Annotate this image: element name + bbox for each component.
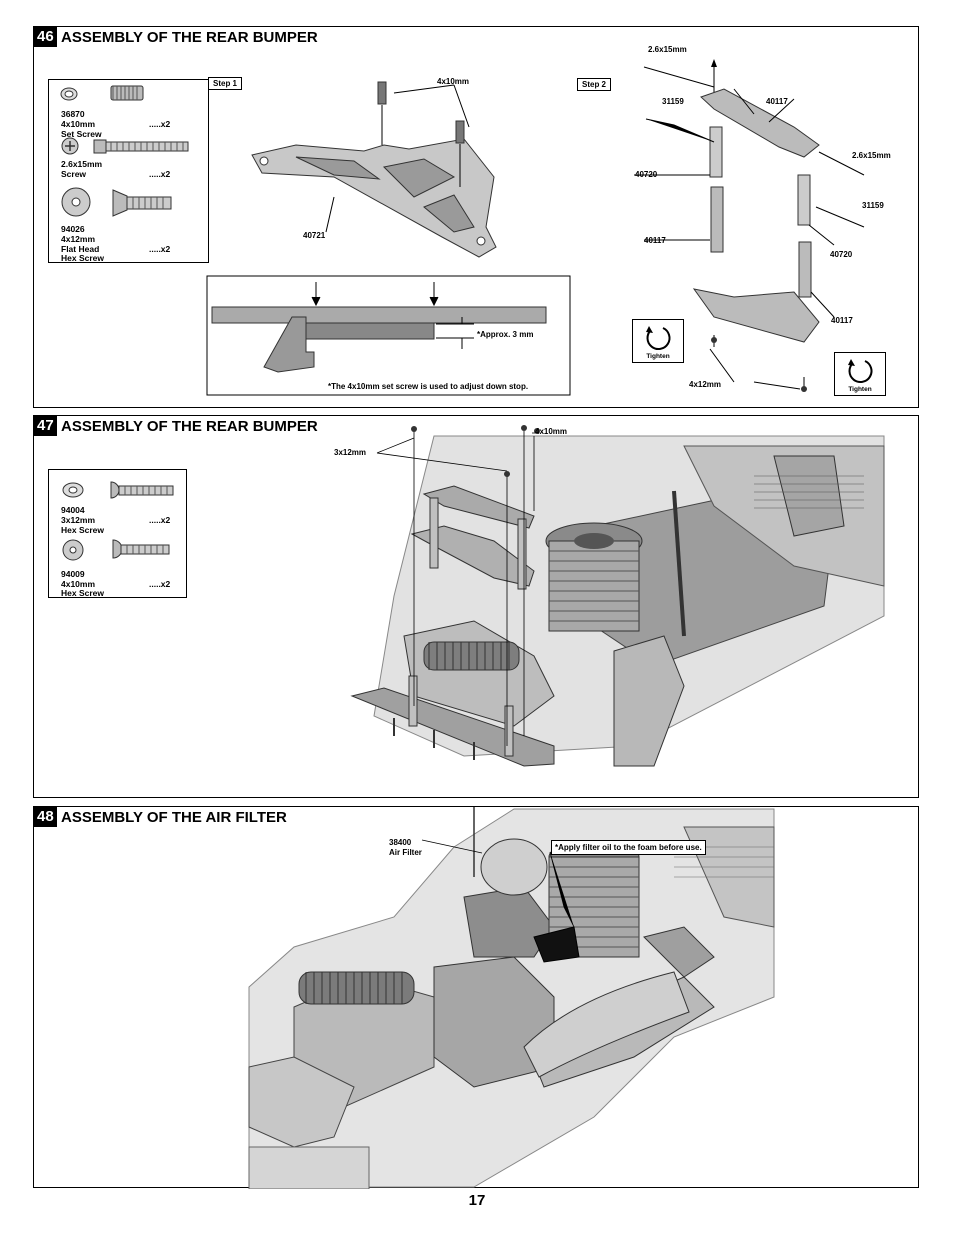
part-code: 94009 xyxy=(61,569,85,579)
label-2.6x15mm-right: 2.6x15mm xyxy=(852,151,891,160)
label-air-filter: Air Filter xyxy=(389,848,422,857)
part-code: 94026 xyxy=(61,224,85,234)
label-40721: 40721 xyxy=(303,231,326,240)
part-size: 4x10mm xyxy=(61,119,96,129)
step-number-badge: 48 xyxy=(34,807,57,827)
page-number: 17 xyxy=(468,1192,486,1209)
step-46-illustration xyxy=(206,59,865,396)
step-48-panel: 48 ASSEMBLY OF THE AIR FILTER 38400 Air … xyxy=(33,806,919,1189)
step-1-label: Step 1 xyxy=(208,77,243,90)
part-size: 4x10mm xyxy=(61,579,96,589)
label-40720-left: 40720 xyxy=(635,170,658,179)
label-approx-3mm: *Approx. 3 mm xyxy=(477,330,534,339)
label-filter-oil-note: *Apply filter oil to the foam before use… xyxy=(551,840,706,855)
parts-illustrations xyxy=(62,481,174,561)
part-qty: .....x2 xyxy=(149,515,171,525)
step-2-label: Step 2 xyxy=(577,78,612,91)
part-name-2: Hex Screw xyxy=(61,253,104,263)
tighten-rotate-icon xyxy=(848,359,873,384)
part-size: 2.6x15mm xyxy=(61,159,103,169)
label-3x12mm: 3x12mm xyxy=(334,448,367,457)
parts-illustrations xyxy=(60,85,189,217)
label-40117-top: 40117 xyxy=(766,97,788,106)
label-2.6x15mm-top: 2.6x15mm xyxy=(648,45,687,54)
tighten-callout: Tighten xyxy=(632,319,684,363)
label-4x12mm: 4x12mm xyxy=(689,380,722,389)
tighten-callout: Tighten xyxy=(834,352,886,396)
parts-list: 36870 4x10mm .....x2 Set Screw 2.6x15mm … xyxy=(48,79,209,263)
part-code: 36870 xyxy=(61,109,85,119)
part-code: 94004 xyxy=(61,505,85,515)
part-name: Hex Screw xyxy=(61,525,104,535)
label-40117-bottom: 40117 xyxy=(831,316,853,325)
part-qty: .....x2 xyxy=(149,119,171,129)
step-48-illustration xyxy=(248,807,775,1189)
label-31159-right: 31159 xyxy=(862,201,884,210)
tighten-rotate-icon xyxy=(646,326,671,351)
step-47-panel: 47 ASSEMBLY OF THE REAR BUMPER 94004 3x1… xyxy=(33,415,919,798)
label-4x10mm: 4x10mm xyxy=(437,77,470,86)
step-title: ASSEMBLY OF THE REAR BUMPER xyxy=(61,418,318,435)
step-number-badge: 46 xyxy=(34,27,57,47)
step-47-illustration xyxy=(350,425,885,767)
label-note-set-screw: *The 4x10mm set screw is used to adjust … xyxy=(328,382,529,391)
label-part-38400: 38400 xyxy=(389,838,412,847)
tighten-label: Tighten xyxy=(848,386,872,393)
part-name: Flat Head xyxy=(61,244,100,254)
part-size: 3x12mm xyxy=(61,515,96,525)
label-31159-left: 31159 xyxy=(662,97,684,106)
label-40720-right: 40720 xyxy=(830,250,853,259)
part-name: Screw xyxy=(61,169,87,179)
part-size: 4x12mm xyxy=(61,234,96,244)
tighten-label: Tighten xyxy=(646,353,670,360)
part-qty: .....x2 xyxy=(149,579,171,589)
label-4x10mm: 4x10mm xyxy=(535,427,568,436)
part-qty: .....x2 xyxy=(149,244,171,254)
step-number-badge: 47 xyxy=(34,416,57,436)
step-title: ASSEMBLY OF THE REAR BUMPER xyxy=(61,29,318,46)
step-title: ASSEMBLY OF THE AIR FILTER xyxy=(61,809,287,826)
parts-list: 94004 3x12mm .....x2 Hex Screw 94009 4x1… xyxy=(48,469,187,598)
part-qty: .....x2 xyxy=(149,169,171,179)
step-46-panel: 46 ASSEMBLY OF THE REAR BUMPER 36870 4x1… xyxy=(33,26,919,408)
part-name: Set Screw xyxy=(61,129,102,139)
part-name: Hex Screw xyxy=(61,588,104,598)
label-40117-left: 40117 xyxy=(644,236,666,245)
